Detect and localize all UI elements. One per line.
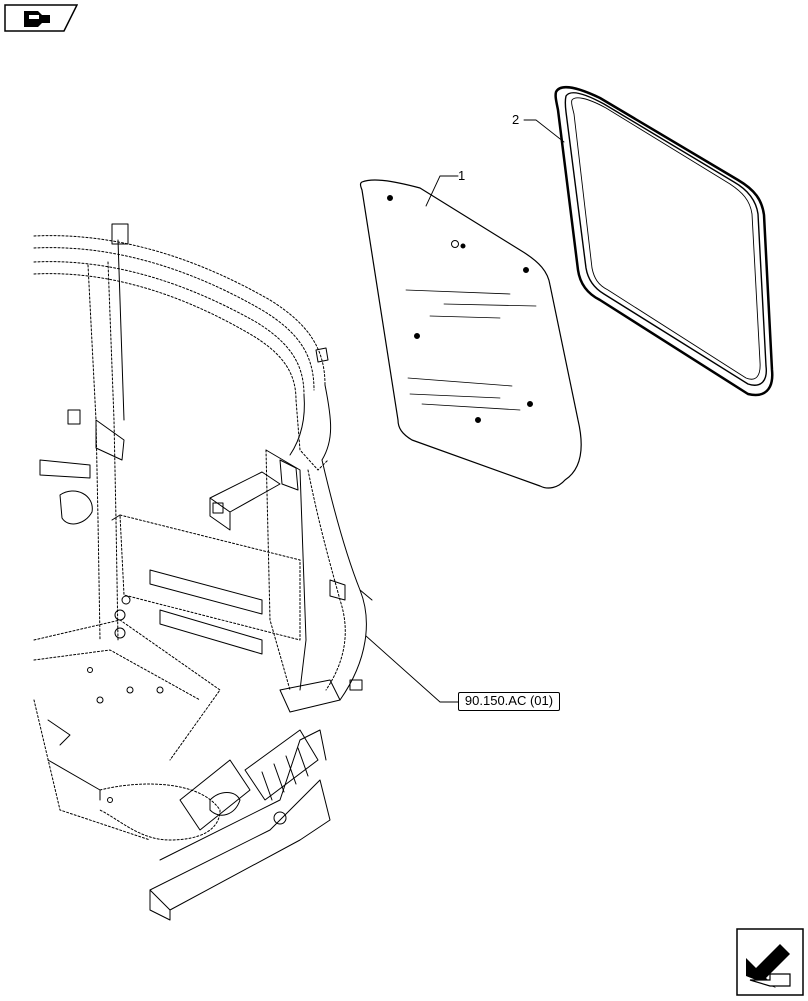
bottom-nav-button[interactable]: [736, 928, 804, 996]
door-glass-part: [359, 179, 582, 489]
top-nav-button[interactable]: [4, 4, 79, 32]
leader-lines: [365, 119, 565, 703]
callout-2: 2: [512, 112, 519, 127]
callout-1: 1: [458, 168, 465, 183]
door-seal-part: [554, 85, 774, 397]
return-arrow-icon: [736, 928, 804, 996]
cab-frame: [33, 223, 373, 921]
reference-link[interactable]: 90.150.AC (01): [458, 692, 560, 711]
book-flag-icon: [4, 4, 79, 32]
